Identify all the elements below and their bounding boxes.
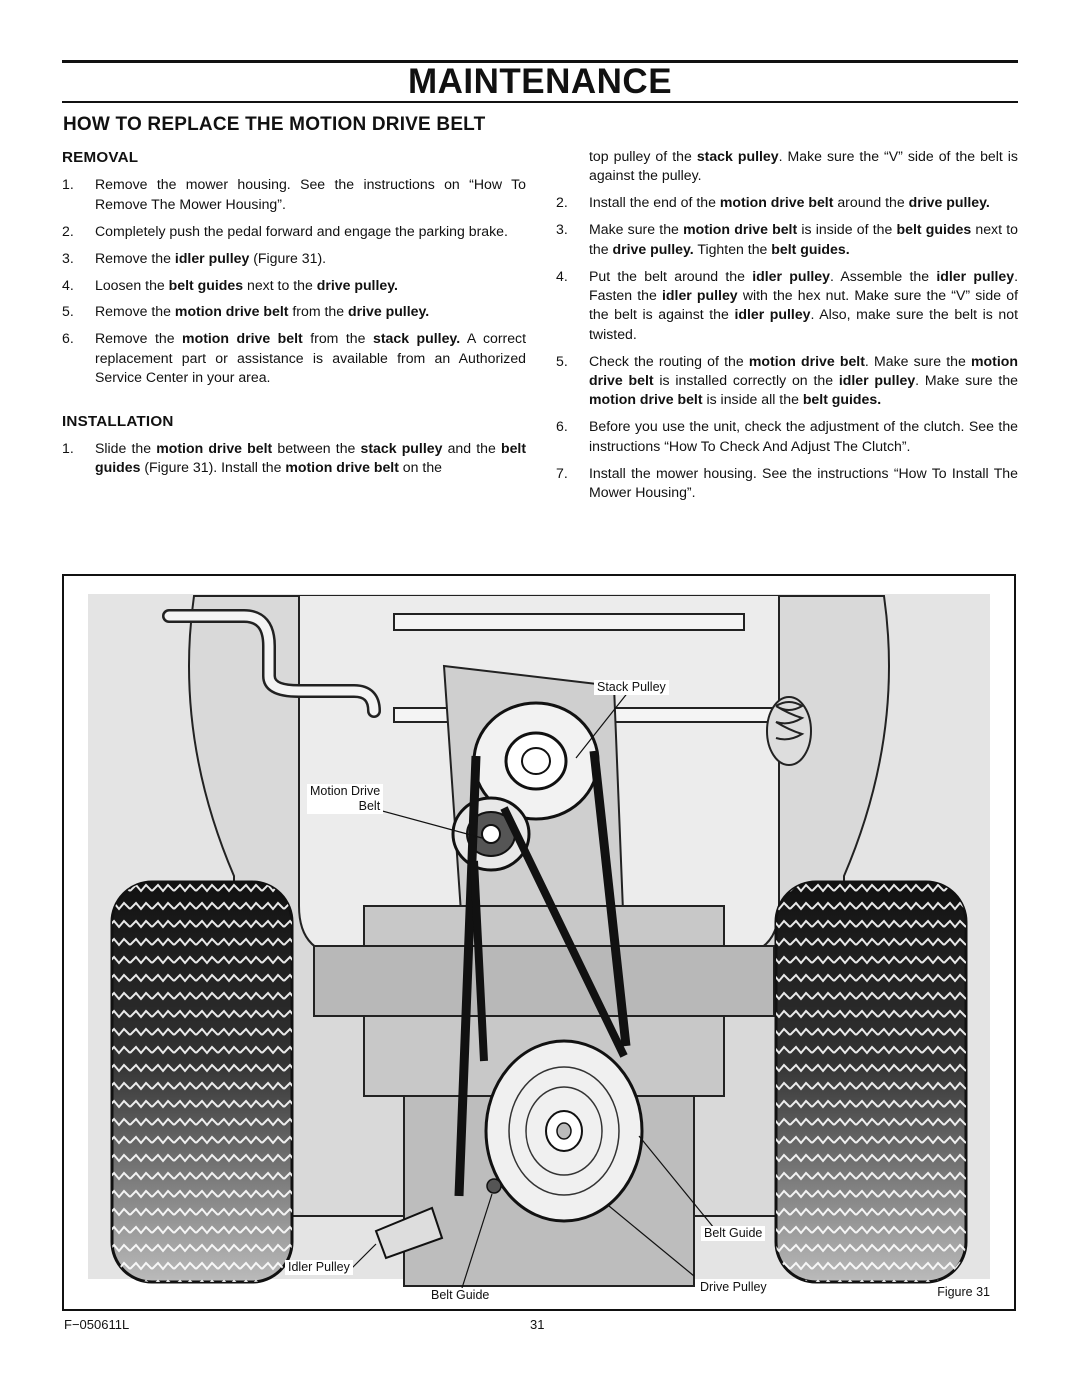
page-number: 31 (530, 1317, 545, 1332)
section-title: HOW TO REPLACE THE MOTION DRIVE BELT (63, 114, 486, 135)
installation-steps-right: 2.Install the end of the motion drive be… (556, 193, 1018, 502)
installation-step: 5.Check the routing of the motion drive … (556, 352, 1019, 408)
removal-heading: REMOVAL (62, 149, 139, 166)
installation-step-continuation: top pulley of the stack pulley. Make sur… (589, 148, 1018, 184)
page-banner: MAINTENANCE (407, 62, 673, 101)
removal-step: 5.Remove the motion drive belt from the … (62, 303, 430, 320)
removal-step: 1.Remove the mower housing. See the inst… (62, 176, 526, 212)
callout-motion-drive-belt: Motion Drive Belt (307, 784, 384, 814)
callout-drive-pulley: Drive Pulley (697, 1280, 770, 1295)
figure-caption: Figure 31 (937, 1285, 990, 1299)
installation-step: 2.Install the end of the motion drive be… (556, 194, 990, 211)
callout-belt-guide-bottom: Belt Guide (428, 1288, 493, 1303)
installation-heading: INSTALLATION (62, 412, 174, 430)
removal-steps: 1.Remove the mower housing. See the inst… (62, 175, 526, 387)
callout-stack-pulley: Stack Pulley (594, 680, 669, 695)
document-code: F−050611L (64, 1317, 130, 1332)
figure-31-frame: Stack Pulley Motion Drive Belt Belt Guid… (62, 574, 1016, 1311)
installation-steps-left: 1.Slide the motion drive belt between th… (62, 439, 526, 478)
installation-step: 6.Before you use the unit, check the adj… (556, 418, 1018, 454)
installation-step: 3.Make sure the motion drive belt is ins… (556, 221, 1018, 257)
tractor-underside-illustration (88, 594, 990, 1289)
right-column: top pulley of the stack pulley. Make sur… (556, 147, 1018, 510)
removal-step: 6.Remove the motion drive belt from the … (62, 330, 527, 386)
callout-belt-guide-right: Belt Guide (701, 1226, 766, 1241)
installation-step: 1.Slide the motion drive belt between th… (62, 439, 527, 476)
callout-idler-pulley: Idler Pulley (285, 1260, 353, 1275)
header-rule-bottom (62, 101, 1018, 103)
header-rule-top (62, 60, 1018, 63)
left-column: REMOVAL 1.Remove the mower housing. See … (62, 147, 526, 485)
removal-step: 3.Remove the idler pulley (Figure 31). (62, 249, 327, 266)
removal-step: 4.Loosen the belt guides next to the dri… (62, 276, 398, 293)
installation-step: 7.Install the mower housing. See the ins… (556, 464, 1018, 501)
installation-step: 4.Put the belt around the idler pulley. … (556, 267, 1019, 342)
removal-step: 2.Completely push the pedal forward and … (62, 222, 508, 239)
